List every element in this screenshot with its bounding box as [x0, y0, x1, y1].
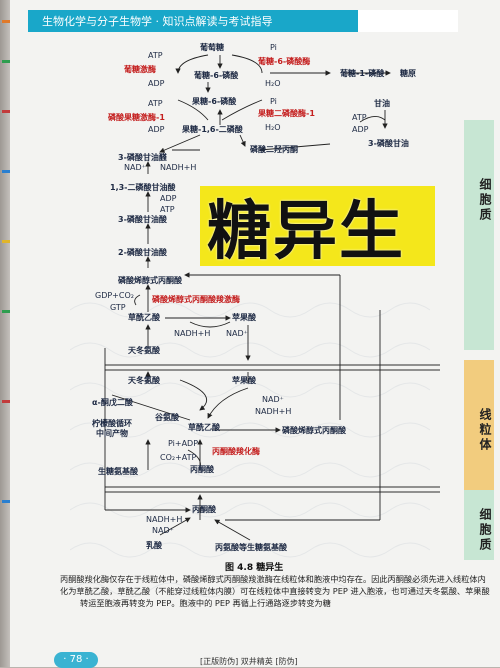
page-number-value: 78	[69, 654, 83, 665]
node-lactate: 乳酸	[146, 540, 163, 550]
atp-4: ATP	[160, 205, 175, 214]
nadh-1: NADH+H	[160, 163, 196, 172]
pi-2: Pi	[270, 97, 277, 106]
figure-caption: 图 4.8 糖异生	[225, 563, 284, 573]
node-glycerol: 甘油	[374, 98, 390, 108]
paragraph-line-1: 丙酮酸羧化酶仅存在于线粒体中，磷酸烯醇式丙酮酸羧激酶在线粒体和胞液中均存在。因此…	[60, 574, 486, 584]
wave-watermark	[70, 302, 430, 598]
zone-mito-label: 线粒体	[478, 407, 492, 453]
atp-2: ATP	[148, 99, 163, 108]
footer-text: [正版防伪] 双井精英 [防伪]	[200, 657, 298, 666]
zone-mito-bar	[464, 360, 494, 490]
node-malate-mito: 苹果酸	[232, 375, 257, 385]
node-tca-intermediates: 中间产物	[96, 428, 128, 438]
node-fbp: 果糖-1,6-二磷酸	[181, 124, 244, 134]
header-title: 生物化学与分子生物学 · 知识点解读与考试指导	[42, 15, 273, 28]
page-number: · 78 ·	[54, 652, 98, 668]
zone-cytoplasm-label: 细胞质	[478, 177, 492, 223]
adp-2: ADP	[148, 125, 165, 134]
node-oaa-mito: 草酰乙酸	[188, 422, 221, 432]
node-pep-mito: 磷酸烯醇式丙酮酸	[282, 425, 347, 435]
zone-cytoplasm2-label: 细胞质	[478, 507, 492, 553]
adp-4: ADP	[160, 194, 177, 203]
zone-cytoplasm-bar	[464, 120, 494, 350]
gtp: GTP	[110, 303, 126, 312]
body-paragraph: 丙酮酸羧化酶仅存在于线粒体中，磷酸烯醇式丙酮酸羧激酶在线粒体和胞液中均存在。因此…	[60, 573, 490, 609]
h2o-2: H₂O	[265, 123, 281, 132]
node-glucogenic-aa: 生糖氨基酸	[98, 466, 139, 476]
node-dhap: 磷酸二羟丙酮	[250, 144, 298, 154]
node-oaa-cyto: 草酰乙酸	[128, 312, 161, 322]
nad-4: NAD⁺	[152, 526, 174, 535]
node-bpg: 1,3-二磷酸甘油酸	[110, 182, 176, 192]
header-blank	[358, 10, 458, 32]
header-bar: 生物化学与分子生物学 · 知识点解读与考试指导	[28, 10, 358, 32]
adp-1: ADP	[148, 79, 165, 88]
node-asp-mito: 天冬氨酸	[128, 375, 161, 385]
h2o-1: H₂O	[265, 79, 281, 88]
node-glycogen: 糖原	[400, 68, 416, 78]
title-highlight	[200, 186, 435, 266]
paragraph-line-3: 转运至胞液再转变为 PEP。胞液中的 PEP 再循上行通路逐步转变为糖	[80, 598, 331, 608]
co2-atp: CO₂+ATP	[160, 453, 197, 462]
pi-adp: Pi+ADP	[168, 439, 198, 448]
nad-1: NAD⁺	[124, 163, 146, 172]
atp-1: ATP	[148, 51, 163, 60]
node-glucose: 葡萄糖	[199, 42, 224, 52]
node-gap: 3-磷酸甘油醛	[118, 152, 168, 162]
adp-3: ADP	[352, 125, 369, 134]
node-3pg: 3-磷酸甘油酸	[118, 214, 168, 224]
atp-3: ATP	[352, 113, 367, 122]
node-alanine: 丙氨酸等生糖氨基酸	[215, 542, 288, 552]
book-page	[10, 0, 500, 667]
node-f6p: 果糖-6-磷酸	[191, 96, 237, 106]
node-g1p: 葡糖-1-磷酸	[339, 68, 385, 78]
pi-3: Pi	[160, 153, 167, 162]
node-glycerol-3p: 3-磷酸甘油	[368, 138, 409, 148]
enzyme-pyruvate-carboxylase: 丙酮酸羧化酶	[212, 446, 260, 456]
node-pyruvate-mito: 丙酮酸	[190, 464, 215, 474]
enzyme-pepck: 磷酸烯醇式丙酮酸羧激酶	[152, 294, 240, 304]
nadh-3: NADH+H	[255, 407, 291, 416]
enzyme-fbpase1: 果糖二磷酸酶-1	[257, 108, 315, 118]
node-2pg: 2-磷酸甘油酸	[118, 247, 168, 257]
nad-2: NAD⁺	[226, 329, 248, 338]
node-tca-cycle: 柠檬酸循环	[92, 418, 132, 428]
enzyme-g6pase: 葡糖-6-磷酸酶	[257, 56, 310, 66]
nadh-4: NADH+H	[146, 515, 182, 524]
gdp-co2: GDP+CO₂	[95, 291, 134, 300]
node-pyruvate-cyto: 丙酮酸	[192, 504, 217, 514]
node-g6p: 葡糖-6-磷酸	[193, 70, 239, 80]
node-pep: 磷酸烯醇式丙酮酸	[118, 275, 183, 285]
node-akg: α-酮戊二酸	[92, 397, 134, 407]
enzyme-pfk1: 磷酸果糖激酶-1	[108, 112, 165, 122]
node-glutamate: 谷氨酸	[154, 412, 180, 422]
node-asp-cyto: 天冬氨酸	[128, 345, 161, 355]
pi-1: Pi	[270, 43, 277, 52]
overlay-title: 糖异生	[207, 195, 405, 269]
zone-cytoplasm2-bar	[464, 490, 494, 560]
nad-3: NAD⁺	[262, 395, 284, 404]
node-malate-cyto: 苹果酸	[232, 312, 257, 322]
paragraph-line-2: 化为草酰乙酸，草酰乙酸（不能穿过线粒体内膜）可在线粒体中直接转变为 PEP 进入…	[60, 586, 490, 596]
nadh-2: NADH+H	[174, 329, 210, 338]
enzyme-hexokinase: 葡糖激酶	[123, 64, 156, 74]
